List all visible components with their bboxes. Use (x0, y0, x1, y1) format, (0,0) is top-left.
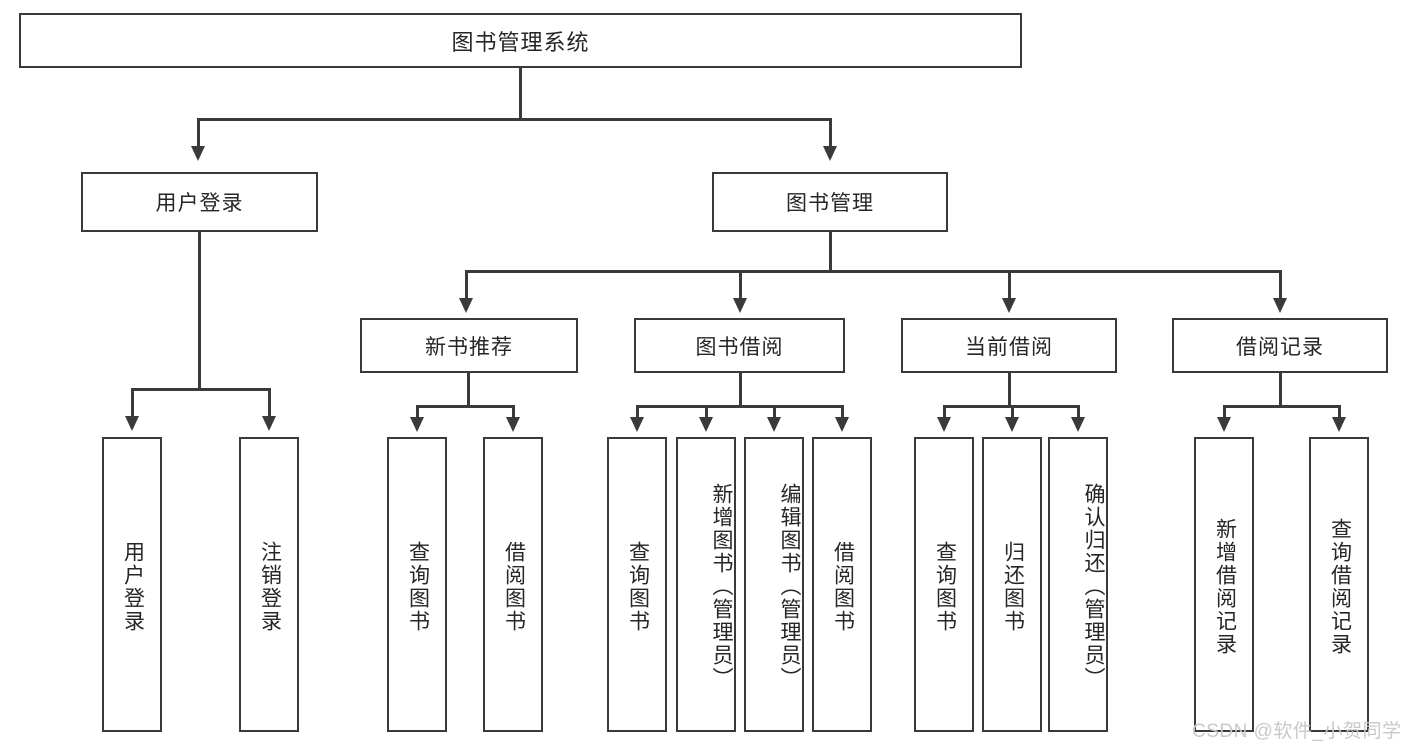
node-book-borrow[interactable]: 图书借阅 (634, 318, 845, 373)
arrow-to-leaf-query-book-1 (410, 417, 424, 432)
leaf-query-book-1[interactable]: 查询图书 (387, 437, 447, 732)
edge-book-management-bus (465, 270, 1280, 273)
node-label: 当前借阅 (965, 335, 1053, 359)
node-label: 用户登录 (121, 540, 145, 633)
node-root-book-management-system[interactable]: 图书管理系统 (19, 13, 1022, 68)
node-label: 查询图书 (626, 540, 650, 633)
edge-nbr-trunk (467, 373, 470, 407)
arrow-to-leaf-query-record (1332, 417, 1346, 432)
arrow-to-book-borrow (733, 298, 747, 313)
arrow-to-user-login (191, 146, 205, 161)
edge-bb-drop-3 (773, 405, 776, 419)
edge-user-login-drop-2 (268, 388, 271, 418)
edge-root-bus (197, 118, 831, 121)
edge-bb-drop-1 (636, 405, 639, 419)
leaf-borrow-book-2[interactable]: 借阅图书 (812, 437, 872, 732)
edge-cb-drop-2 (1011, 405, 1014, 419)
edge-book-management-trunk (829, 232, 832, 272)
leaf-query-book-3[interactable]: 查询图书 (914, 437, 974, 732)
arrow-to-leaf-borrow-book-1 (506, 417, 520, 432)
edge-bb-trunk (739, 373, 742, 407)
leaf-user-logout[interactable]: 注销登录 (239, 437, 299, 732)
edge-nbr-drop-2 (512, 405, 515, 419)
node-label: 注销登录 (258, 540, 282, 633)
arrow-to-leaf-user-login (125, 416, 139, 431)
edge-bb-drop-2 (705, 405, 708, 419)
leaf-add-book[interactable]: 新增图书（管理员） (676, 437, 736, 732)
node-label: 借阅记录 (1236, 335, 1324, 359)
node-label: 查询图书 (406, 540, 430, 633)
edge-bm-drop-1 (465, 270, 468, 300)
node-current-borrow[interactable]: 当前借阅 (901, 318, 1117, 373)
edge-root-to-book-management (829, 118, 832, 148)
arrow-to-book-management (823, 146, 837, 161)
arrow-to-leaf-add-book (699, 417, 713, 432)
node-label: 确认归还（管理员） (1082, 483, 1105, 690)
node-label: 图书管理 (786, 192, 874, 215)
edge-bb-drop-4 (841, 405, 844, 419)
edge-bb-bus (636, 405, 843, 408)
arrow-to-current-borrow (1002, 298, 1016, 313)
leaf-add-record[interactable]: 新增借阅记录 (1194, 437, 1254, 732)
node-label: 用户登录 (155, 192, 244, 215)
node-label: 归还图书 (1001, 540, 1025, 633)
edge-user-login-trunk (198, 232, 201, 390)
arrow-to-new-book-recommend (459, 298, 473, 313)
node-label: 查询借阅记录 (1328, 517, 1352, 656)
node-label: 图书管理系统 (451, 29, 590, 55)
leaf-confirm-return[interactable]: 确认归还（管理员） (1048, 437, 1108, 732)
edge-bm-drop-2 (739, 270, 742, 300)
edge-br-trunk (1279, 373, 1282, 407)
arrow-to-leaf-query-book-3 (937, 417, 951, 432)
node-label: 编辑图书（管理员） (778, 483, 801, 690)
arrow-to-leaf-user-logout (262, 416, 276, 431)
edge-cb-drop-1 (943, 405, 946, 419)
leaf-edit-book[interactable]: 编辑图书（管理员） (744, 437, 804, 732)
node-label: 查询图书 (933, 540, 957, 633)
arrow-to-leaf-add-record (1217, 417, 1231, 432)
leaf-user-login[interactable]: 用户登录 (102, 437, 162, 732)
node-label: 借阅图书 (831, 540, 855, 633)
edge-root-trunk (519, 68, 522, 120)
node-new-book-recommend[interactable]: 新书推荐 (360, 318, 578, 373)
arrow-to-leaf-borrow-book-2 (835, 417, 849, 432)
node-label: 图书借阅 (695, 335, 784, 359)
edge-user-login-drop-1 (131, 388, 134, 418)
edge-bm-drop-4 (1279, 270, 1282, 300)
leaf-borrow-book-1[interactable]: 借阅图书 (483, 437, 543, 732)
node-book-management[interactable]: 图书管理 (712, 172, 948, 232)
node-label: 新增借阅记录 (1213, 517, 1237, 656)
arrow-to-leaf-edit-book (767, 417, 781, 432)
arrow-to-leaf-query-book-2 (630, 417, 644, 432)
edge-cb-bus (943, 405, 1077, 408)
edge-bm-drop-3 (1008, 270, 1011, 300)
edge-cb-drop-3 (1077, 405, 1080, 419)
node-label: 借阅图书 (502, 540, 526, 633)
edge-cb-trunk (1008, 373, 1011, 407)
node-label: 新书推荐 (425, 335, 513, 359)
node-user-login[interactable]: 用户登录 (81, 172, 318, 232)
node-label: 新增图书（管理员） (710, 483, 733, 690)
edge-root-to-user-login (197, 118, 200, 148)
edge-br-bus (1223, 405, 1339, 408)
edge-nbr-drop-1 (416, 405, 419, 419)
node-borrow-record[interactable]: 借阅记录 (1172, 318, 1388, 373)
leaf-query-record[interactable]: 查询借阅记录 (1309, 437, 1369, 732)
edge-br-drop-2 (1338, 405, 1341, 419)
leaf-query-book-2[interactable]: 查询图书 (607, 437, 667, 732)
watermark: CSDN @软件_小贺同学 (1192, 721, 1402, 742)
arrow-to-leaf-confirm-return (1071, 417, 1085, 432)
edge-br-drop-1 (1223, 405, 1226, 419)
edge-user-login-bus (131, 388, 270, 391)
arrow-to-leaf-return-book (1005, 417, 1019, 432)
arrow-to-borrow-record (1273, 298, 1287, 313)
leaf-return-book[interactable]: 归还图书 (982, 437, 1042, 732)
edge-nbr-bus (416, 405, 514, 408)
